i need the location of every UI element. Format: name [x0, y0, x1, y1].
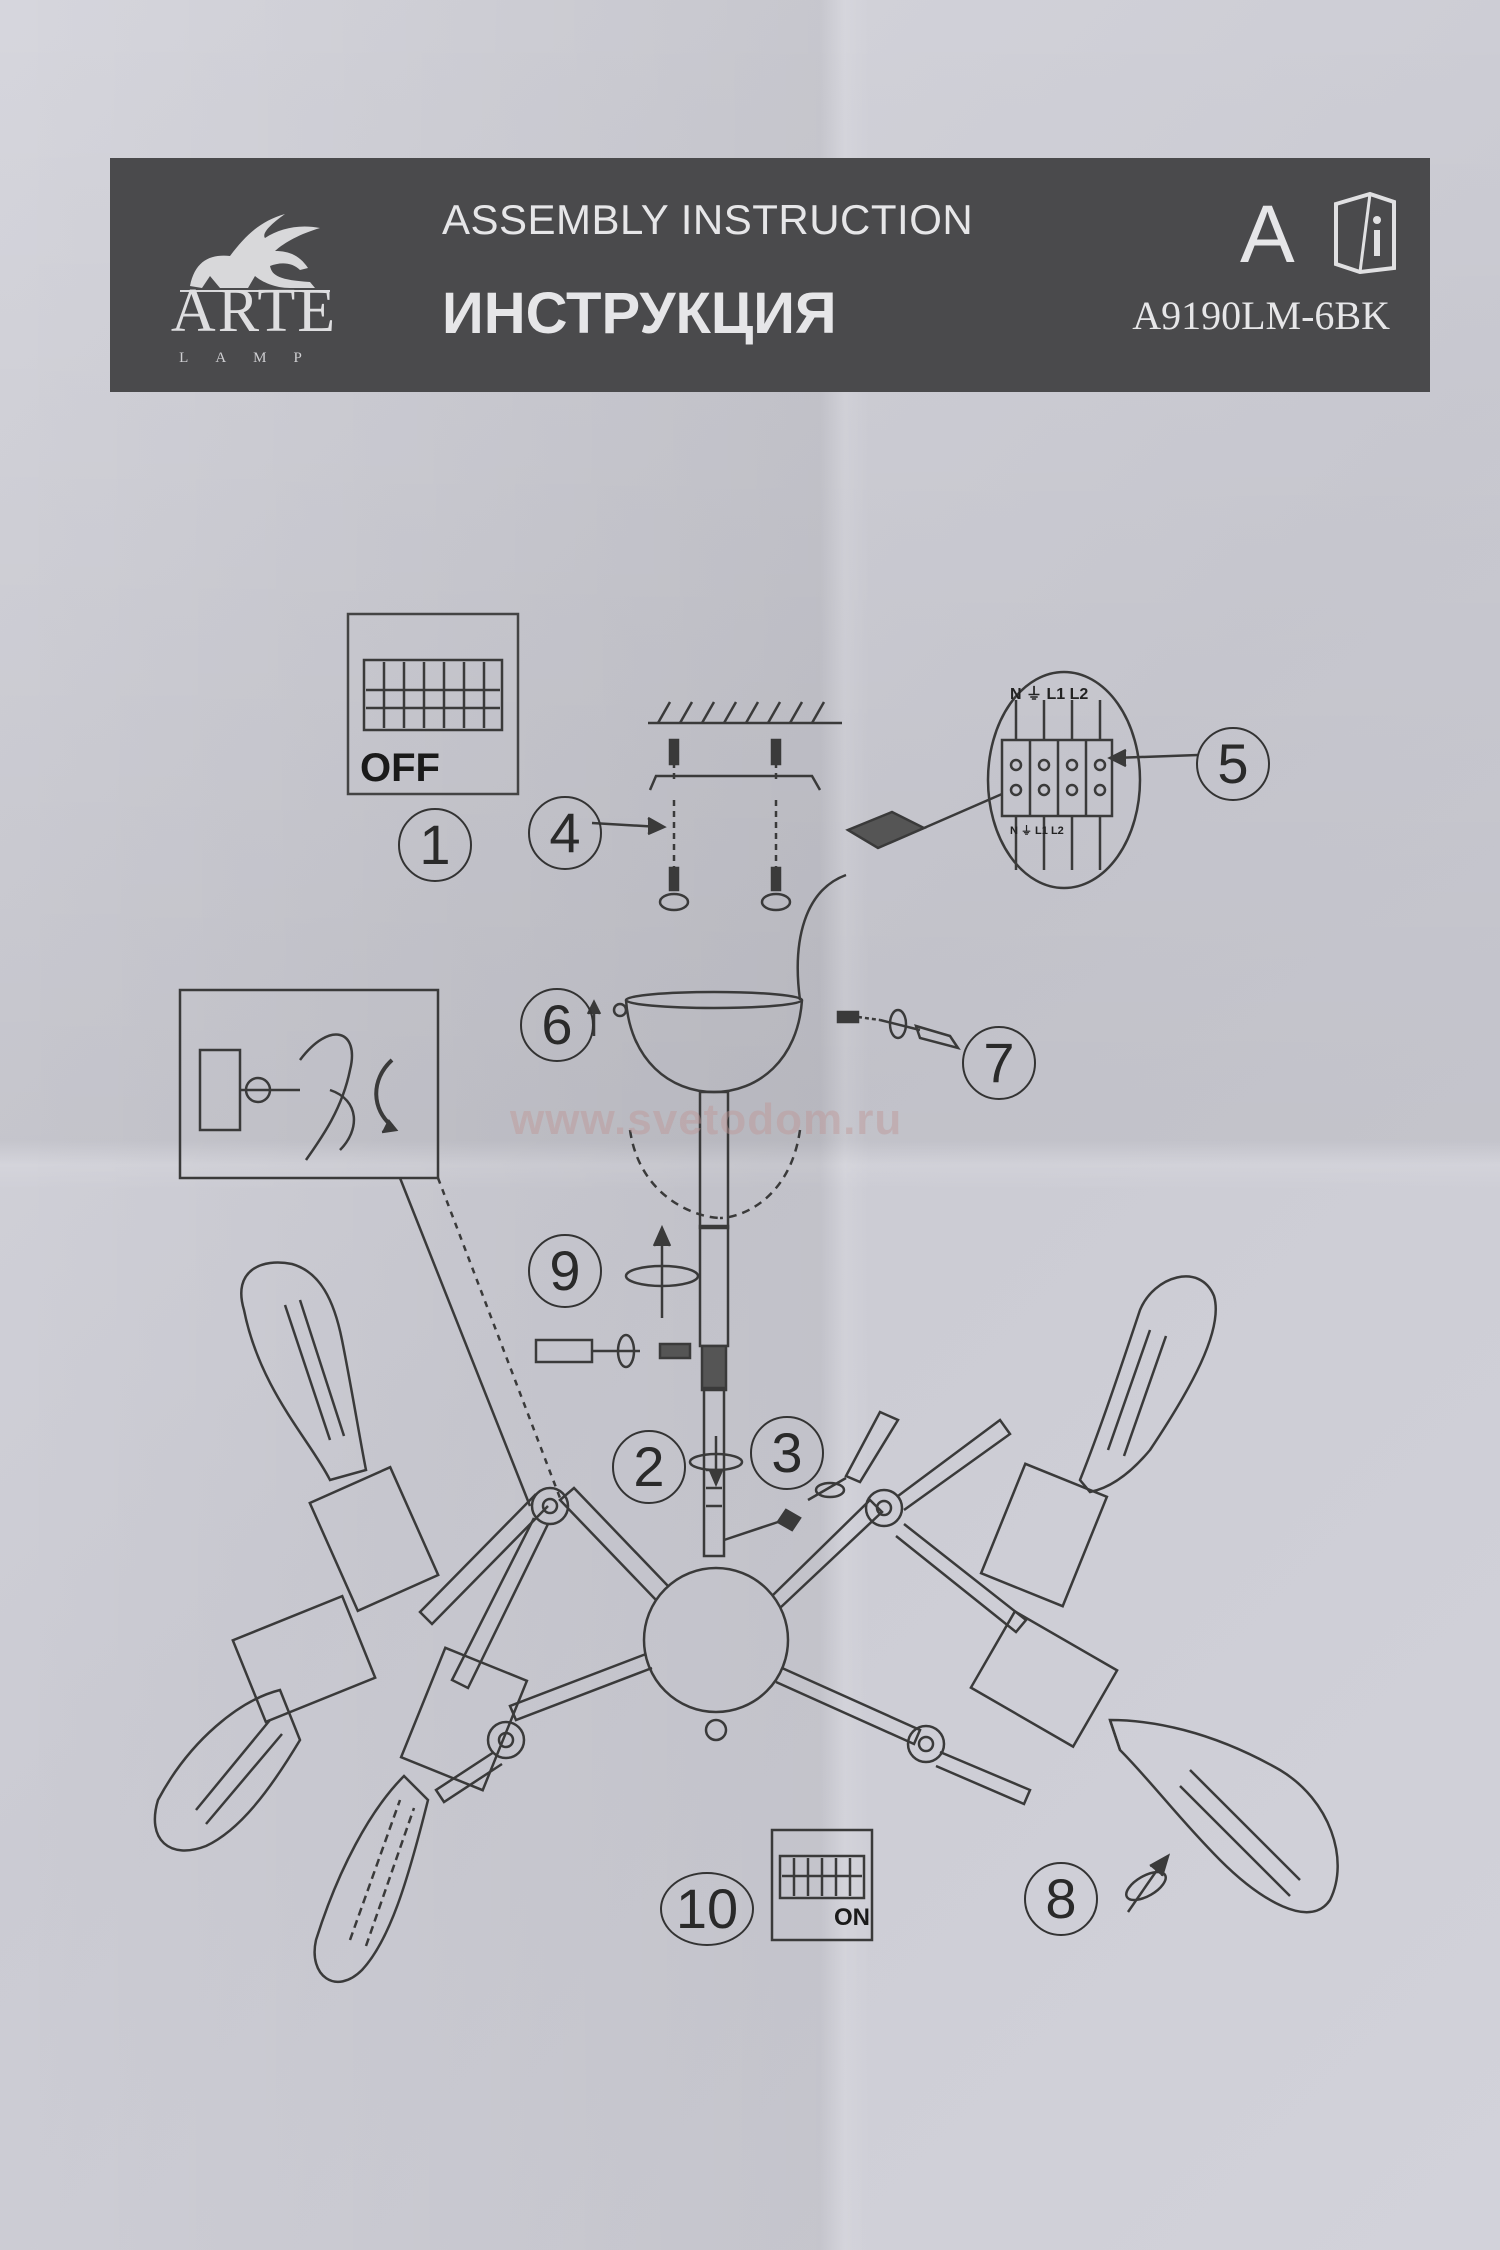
rotate-arrow-icon: [688, 1436, 744, 1488]
step-4-label: 4: [528, 796, 602, 870]
arrow-icon: [1107, 748, 1199, 768]
on-label: ON: [834, 1904, 870, 1931]
title-russian: ИНСТРУКЦИЯ: [442, 281, 837, 346]
breaker-switch-icon: [362, 658, 504, 732]
step-9-label: 9: [528, 1234, 602, 1308]
bulb-icon: [1078, 1275, 1217, 1494]
lamp-sockets: [231, 1462, 1119, 1792]
language-code: A: [1240, 189, 1295, 280]
bulb-icon: [240, 1261, 368, 1482]
watermark: www.svetodom.ru: [510, 1095, 903, 1144]
bulb-icon: [313, 1774, 430, 1983]
screwdriver-icon: [836, 1008, 961, 1051]
title-english: ASSEMBLY INSTRUCTION: [442, 196, 974, 243]
rotate-arrow-icon: [624, 1224, 700, 1318]
step-8-label: 8: [1024, 1862, 1098, 1936]
breaker-switch-icon: [778, 1854, 866, 1900]
step-7-label: 7: [962, 1026, 1036, 1100]
brand-name: ARTE: [170, 277, 338, 345]
step-10-label: 10: [660, 1872, 754, 1946]
rod: [698, 1090, 730, 1558]
step-6-label: 6: [520, 988, 594, 1062]
screwdriver-icon: [723, 1410, 900, 1542]
bulb-icon: [1108, 1718, 1339, 1914]
griffin-logo-icon: [180, 214, 330, 292]
joint-detail-panel: [178, 988, 562, 1507]
screwdriver-icon: [534, 1333, 692, 1369]
terminal-top-labels: N ⏚ L1 L2: [1010, 686, 1089, 703]
ceiling-icon: [648, 701, 842, 725]
terminal-block: [796, 792, 1003, 1001]
step-2-label: 2: [612, 1430, 686, 1504]
rotate-arrow-icon: [1125, 1853, 1171, 1913]
brand-subtitle: LAMP: [179, 350, 329, 366]
terminal-bottom-labels: N ⏚ L1 L2: [1010, 825, 1064, 837]
model-number: A9190LM-6BK: [1132, 293, 1390, 338]
step-5-label: 5: [1196, 727, 1270, 801]
header-banner: ARTE LAMP ASSEMBLY INSTRUCTION ИНСТРУКЦИ…: [110, 158, 1430, 392]
mounting-bracket: [648, 738, 822, 912]
arrow-icon: [591, 816, 667, 836]
central-hub: [642, 1566, 790, 1742]
bulb-icon: [153, 1688, 302, 1852]
off-label: OFF: [360, 746, 440, 790]
breaker-on-panel: [770, 1828, 874, 1942]
step-3-label: 3: [750, 1416, 824, 1490]
arrow-icon: [586, 999, 628, 1036]
breaker-off-panel: [346, 612, 520, 796]
terminal-detail-circle: [986, 670, 1142, 890]
step-1-label: 1: [398, 808, 472, 882]
info-manual-icon: [1334, 191, 1396, 274]
